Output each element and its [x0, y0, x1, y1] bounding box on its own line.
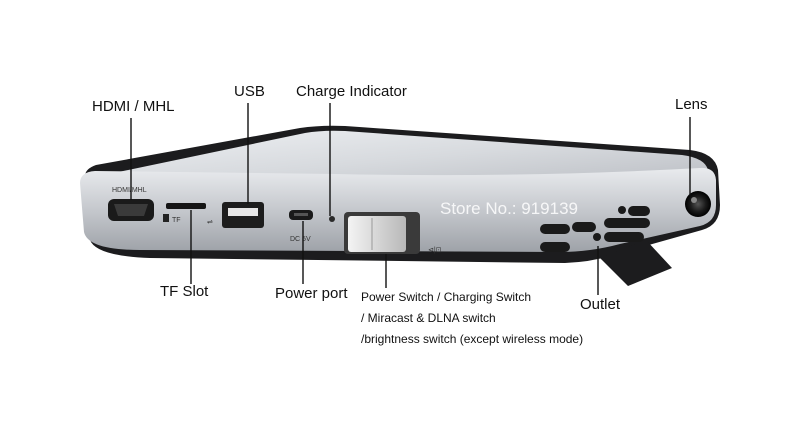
charge-indicator-led — [329, 216, 335, 222]
dc-power-port: DC 5V — [289, 210, 313, 243]
usb-label: USB — [234, 83, 265, 100]
outlet-vents — [540, 206, 672, 286]
lens-label: Lens — [675, 96, 708, 113]
power-switch-label-line1: Power Switch / Charging Switch — [361, 290, 532, 304]
svg-text:TF: TF — [172, 217, 181, 224]
device-top-surface — [104, 130, 708, 187]
power-switch: ⊲|⊡ — [344, 212, 442, 254]
svg-text:⊲|⊡: ⊲|⊡ — [428, 247, 442, 254]
hdmi-label: HDMI / MHL — [92, 98, 175, 115]
svg-text:DC 5V: DC 5V — [290, 236, 311, 243]
tf-slot-label: TF Slot — [160, 283, 209, 300]
hdmi-port: HDMI/MHL — [108, 187, 154, 221]
svg-text:⇌: ⇌ — [207, 219, 213, 226]
power-port-label: Power port — [275, 285, 348, 302]
svg-text:HDMI/MHL: HDMI/MHL — [112, 187, 147, 194]
tf-slot: TF — [163, 203, 206, 224]
store-watermark: Store No.: 919139 — [440, 199, 578, 218]
callout-lines — [130, 103, 691, 295]
charge-indicator-label: Charge Indicator — [296, 83, 407, 100]
power-switch-label-line2: / Miracast & DLNA switch — [361, 311, 496, 325]
power-switch-label-line3: /brightness switch (except wireless mode… — [361, 332, 584, 346]
usb-port: ⇌ — [207, 202, 264, 228]
lens — [685, 191, 711, 217]
outlet-label: Outlet — [580, 296, 621, 313]
